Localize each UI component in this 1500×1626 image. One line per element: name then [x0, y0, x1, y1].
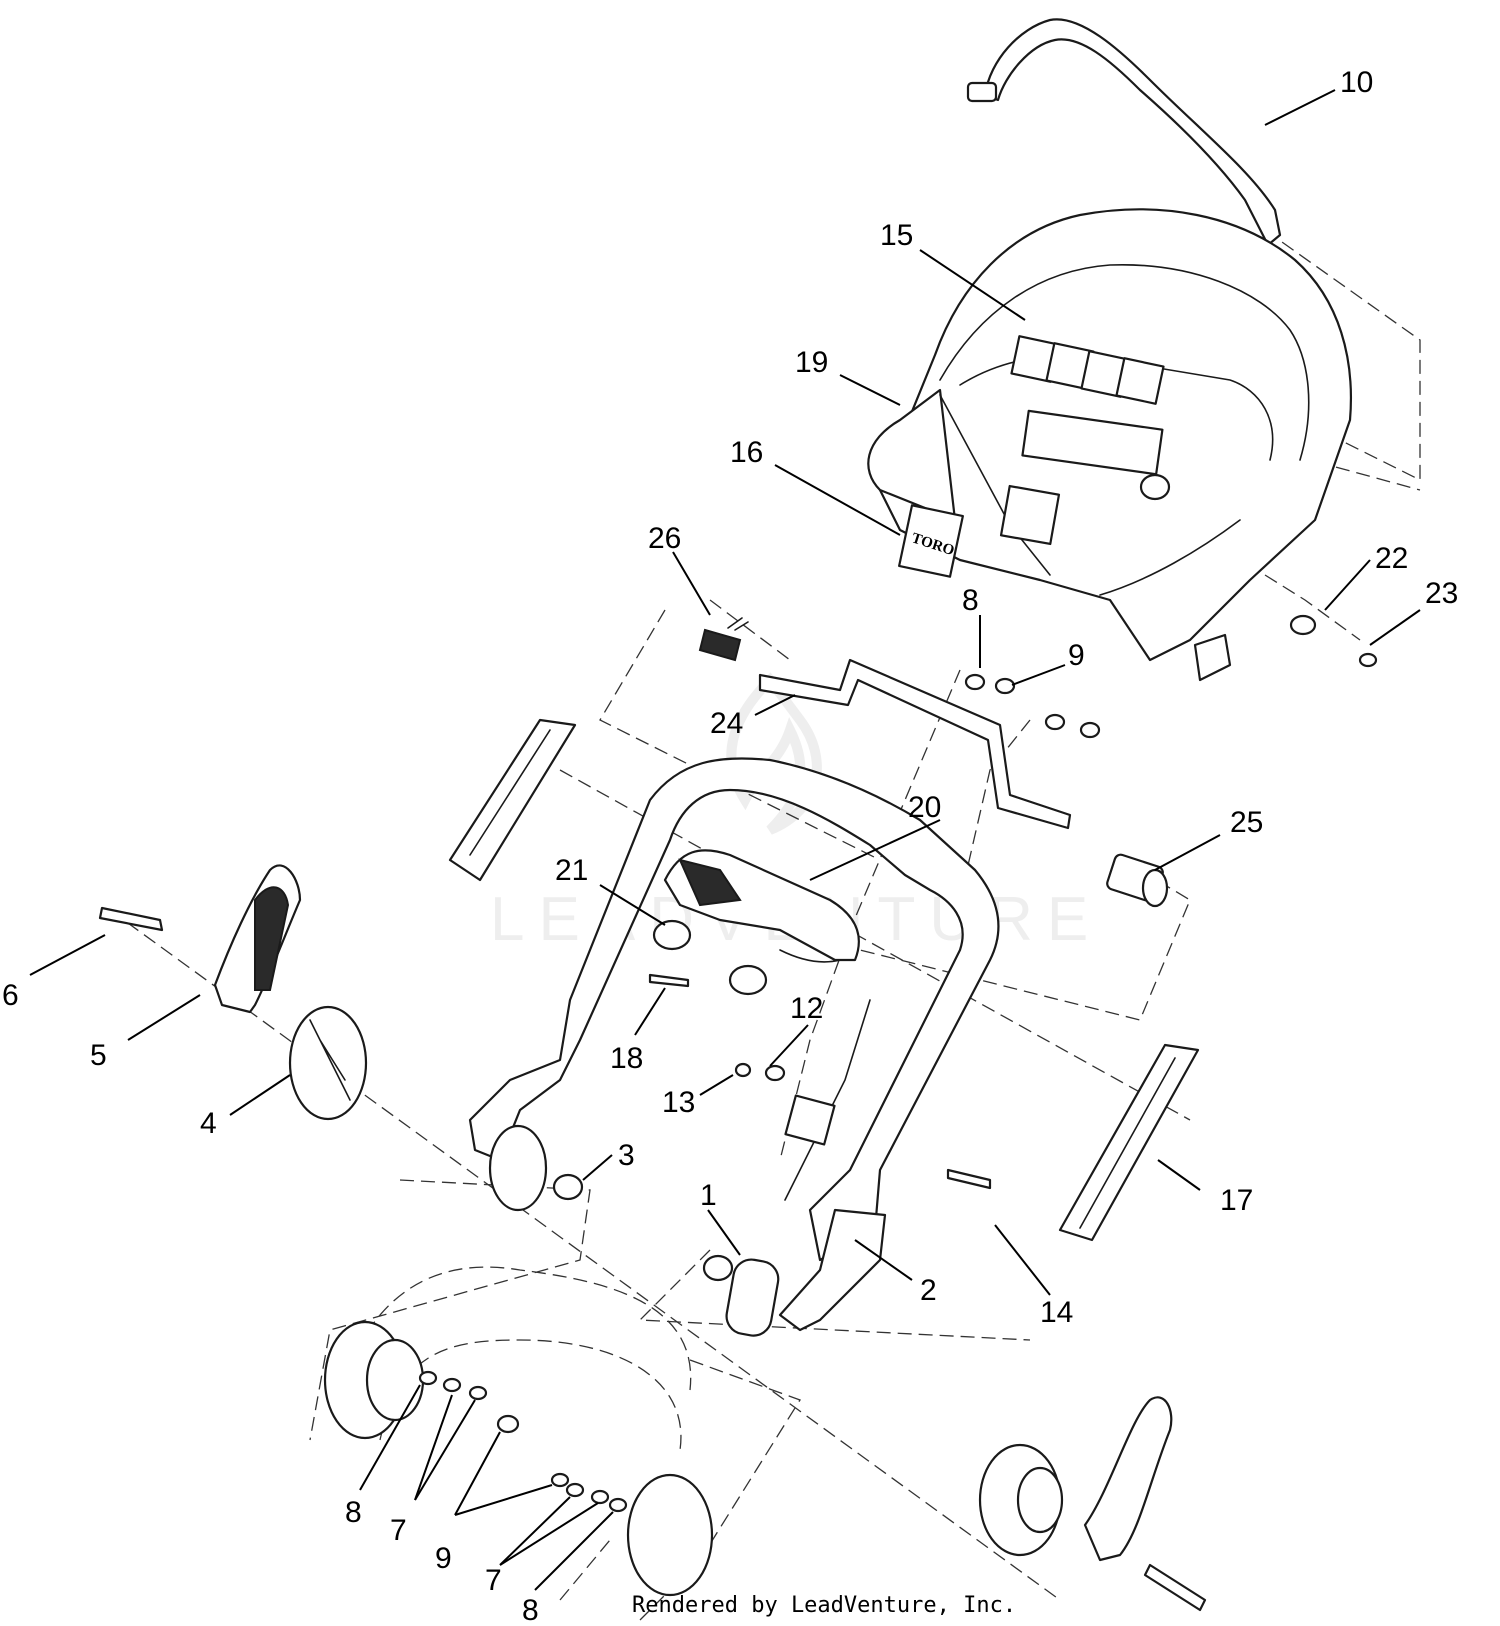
part-20-upper-handle [468, 757, 1000, 1262]
leader-lines [29, 89, 1421, 1591]
callout-8-lower-right: 8 [522, 1594, 539, 1626]
lower-washers-nuts [418, 1370, 628, 1513]
callout-5: 5 [90, 1039, 107, 1072]
callout-19: 19 [795, 346, 828, 379]
callout-24: 24 [710, 707, 743, 740]
callout-15: 15 [880, 219, 913, 252]
part-16-brand-decal: TORO [898, 504, 964, 578]
part-1-pivot-plate [702, 1254, 780, 1337]
callout-20: 20 [908, 791, 941, 824]
part-4-wheel-adjuster [288, 1005, 368, 1121]
callout-8-upper: 8 [962, 584, 979, 617]
part-6-bolt [98, 906, 164, 932]
part-14-bolt [946, 1168, 992, 1190]
part-21-bolts [652, 919, 768, 996]
rendered-by-credit: Rendered by LeadVenture, Inc. [632, 1593, 1016, 1618]
part-26-spring [698, 617, 749, 662]
part-5-lever [213, 864, 302, 1014]
callout-labels: 10 15 19 16 26 8 9 22 23 24 20 25 21 6 5… [2, 66, 1458, 1626]
callout-22: 22 [1375, 542, 1408, 575]
callout-16: 16 [730, 436, 763, 469]
part-19-control-housing [867, 208, 1352, 682]
part-2-lower-handle [778, 1208, 887, 1332]
callout-4: 4 [200, 1107, 217, 1140]
callout-10: 10 [1340, 66, 1373, 99]
part-18-screw [648, 973, 690, 988]
lower-wheel-assemblies [323, 1320, 1207, 1612]
callout-2: 2 [920, 1274, 937, 1307]
part-10-bail [966, 18, 1282, 247]
part-3-bushing [488, 1124, 584, 1212]
callout-9-lower: 9 [435, 1542, 452, 1575]
part-24-rod [758, 658, 1072, 830]
callout-7-left: 7 [390, 1514, 407, 1547]
callout-12: 12 [790, 992, 823, 1025]
callout-7-right: 7 [485, 1564, 502, 1597]
part-25-knob [1106, 853, 1169, 908]
callout-26: 26 [648, 522, 681, 555]
callout-6: 6 [2, 979, 19, 1012]
upper-washers-nuts [964, 614, 1378, 739]
callout-17: 17 [1220, 1184, 1253, 1217]
callout-25: 25 [1230, 806, 1263, 839]
callout-13: 13 [662, 1086, 695, 1119]
callout-21: 21 [555, 854, 588, 887]
callout-9-upper: 9 [1068, 639, 1085, 672]
callout-3: 3 [618, 1139, 635, 1172]
part-12-cable [734, 999, 871, 1201]
callout-1: 1 [700, 1179, 717, 1212]
part-17-rails [448, 718, 1200, 1242]
callout-14: 14 [1040, 1296, 1073, 1329]
callout-18: 18 [610, 1042, 643, 1075]
callout-8-lower-left: 8 [345, 1496, 362, 1529]
callout-23: 23 [1425, 577, 1458, 610]
